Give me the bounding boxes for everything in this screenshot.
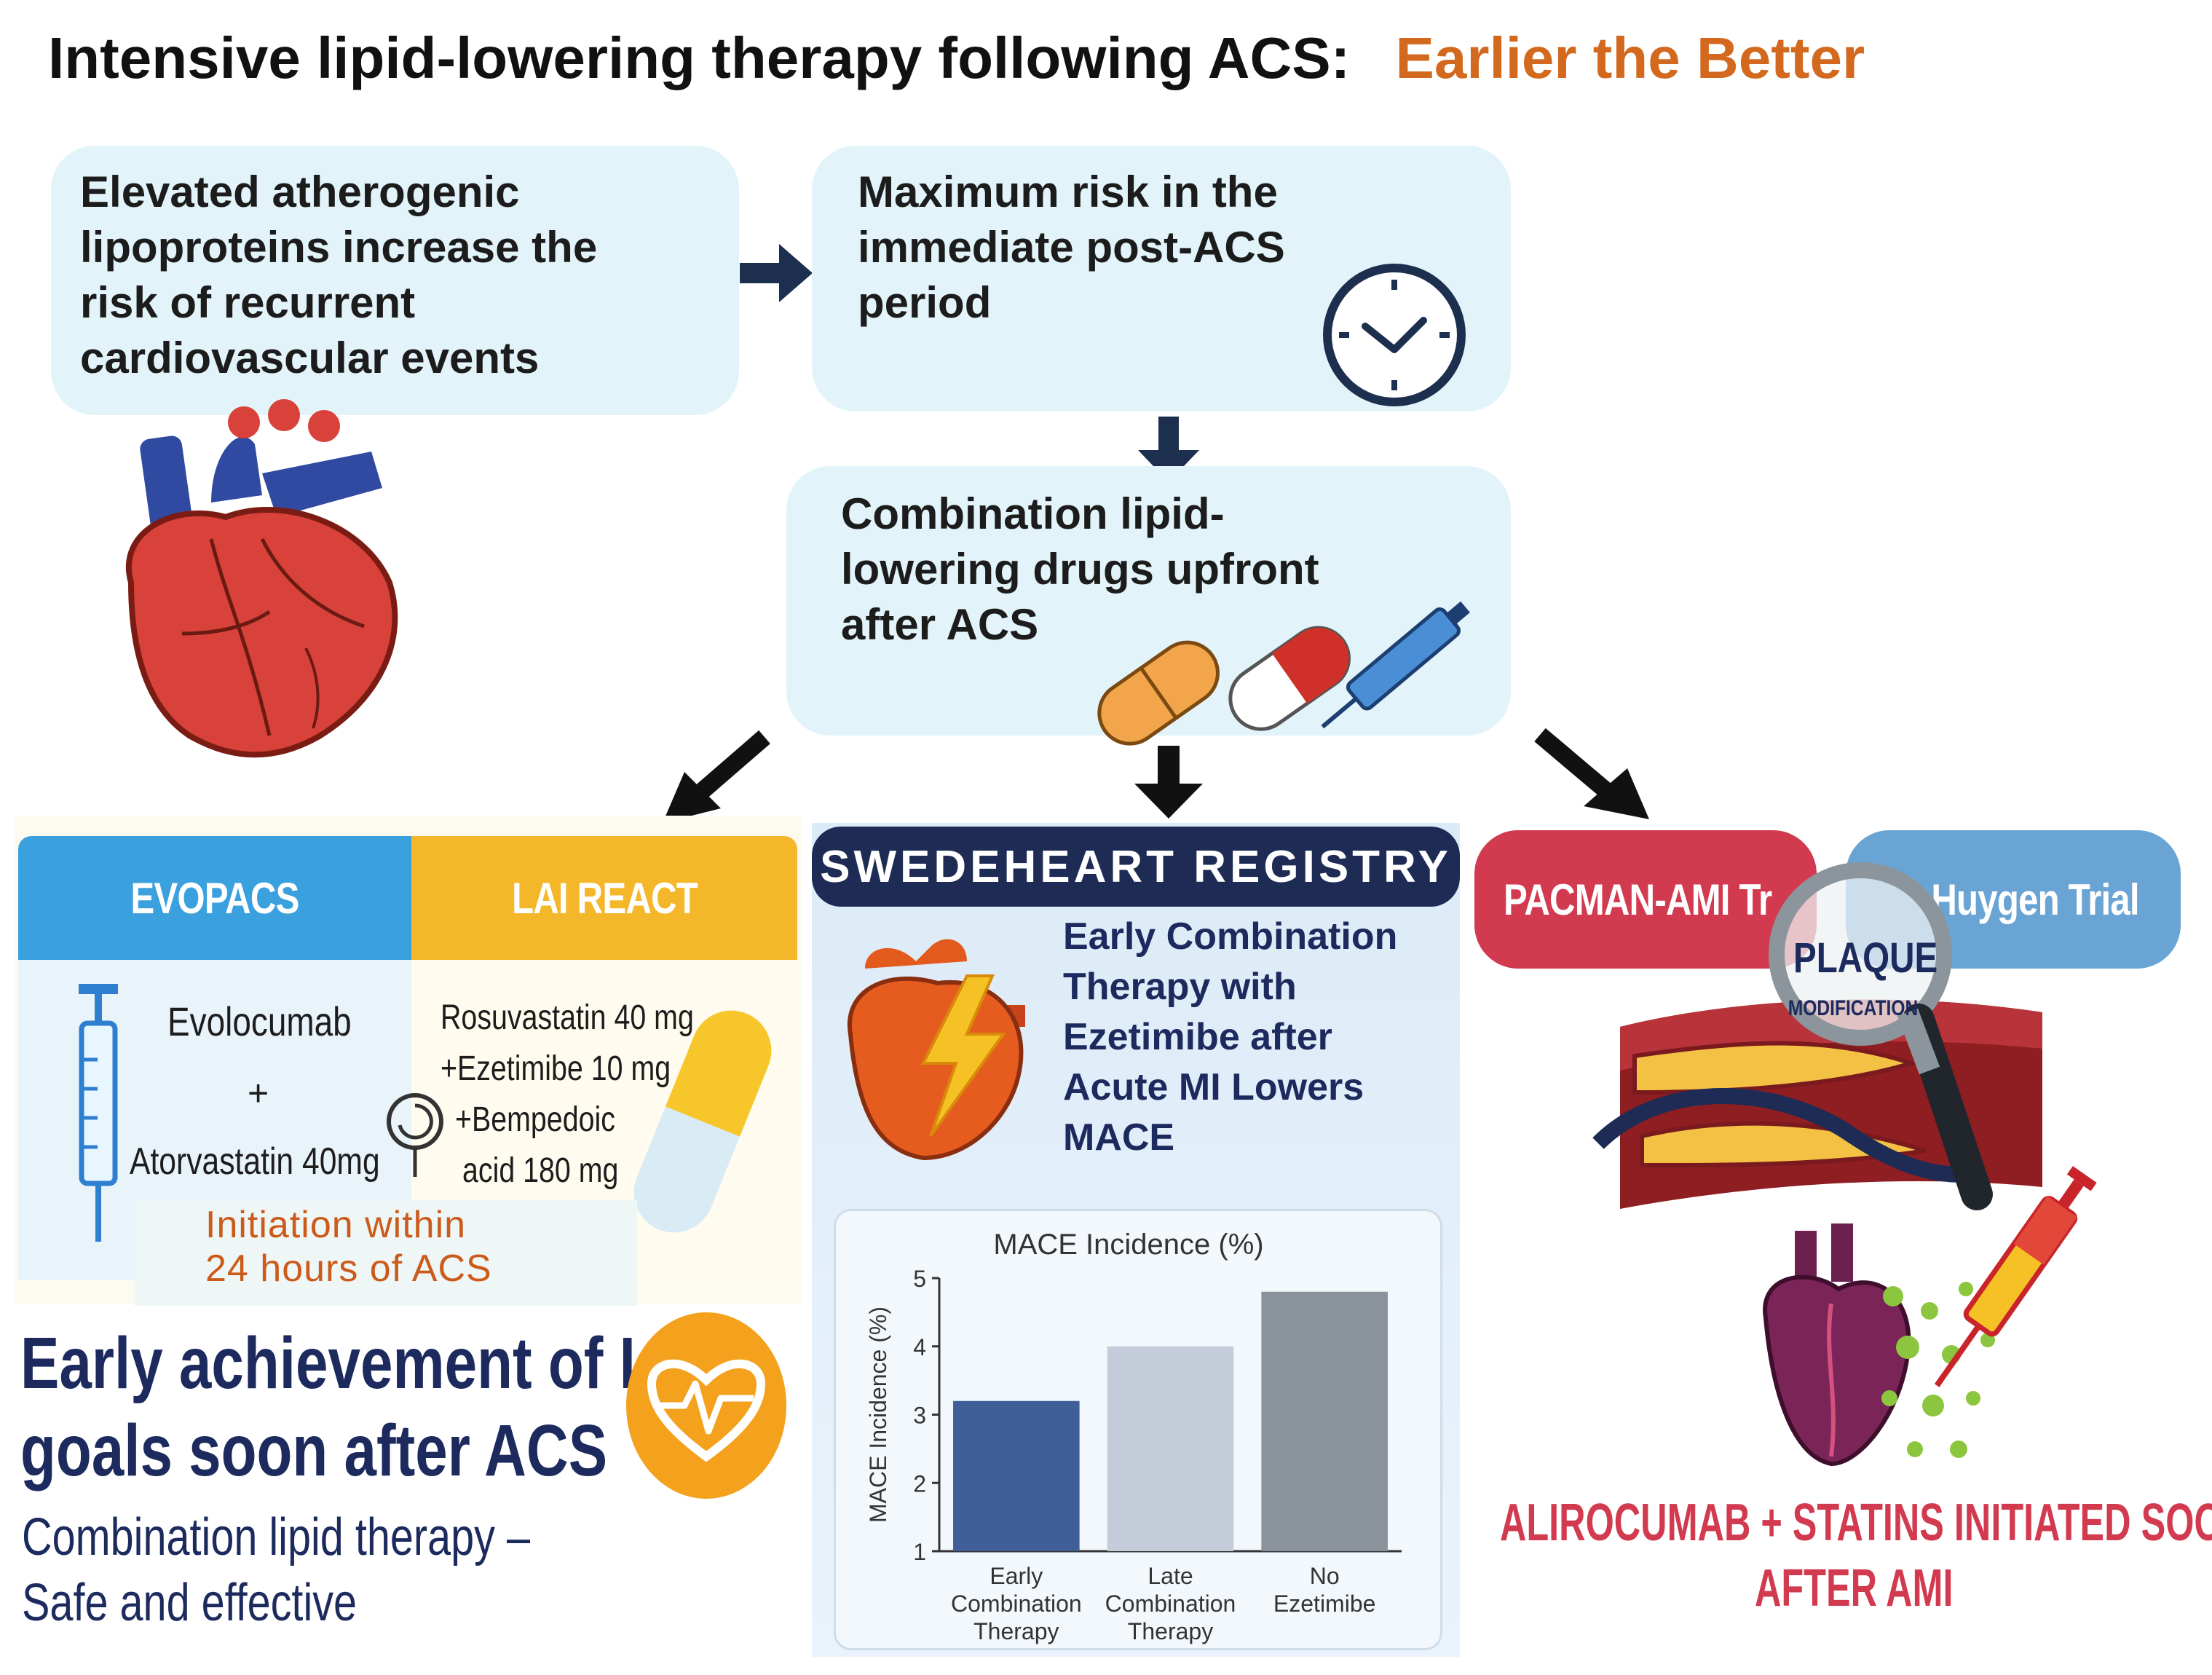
evopacs-plus: +: [248, 1073, 269, 1114]
title-accent: Earlier the Better: [1395, 25, 1865, 90]
lai-react-line1: Rosuvastatin 40 mg: [441, 998, 694, 1037]
chart-x-tick-label: Therapy: [973, 1618, 1059, 1644]
early-goals-heading1: Early achievement of LDL: [20, 1323, 733, 1404]
timer-icon: [387, 1093, 443, 1177]
chart-x-tick-label: Therapy: [1128, 1618, 1213, 1644]
lai-react-line3: +Bempedoic: [455, 1100, 615, 1139]
chart-y-tick-label: 4: [913, 1334, 926, 1360]
early-goals-sub1: Combination lipid therapy –: [22, 1508, 531, 1566]
page-title: Intensive lipid-lowering therapy followi…: [48, 25, 1865, 92]
elevated-lipoproteins-text: Elevated atherogenic lipoproteins increa…: [80, 168, 598, 382]
chart-y-tick-label: 5: [913, 1266, 926, 1292]
early-goals-heading2: goals soon after ACS: [20, 1410, 608, 1491]
initiation-box: [135, 1200, 637, 1306]
initiation-line2: 24 hours of ACS: [205, 1248, 492, 1290]
plaque-label: PLAQUE: [1793, 934, 1938, 982]
early-goals-sub2: Safe and effective: [22, 1574, 358, 1632]
pacman-header-label: PACMAN-AMI Tr: [1504, 875, 1772, 924]
pacman-header: PACMAN-AMI Tr: [1474, 830, 1817, 969]
chart-y-tick-label: 2: [913, 1470, 926, 1497]
arrow-down-left-icon: [663, 730, 770, 823]
red-syringe-icon: [1934, 1166, 2097, 1387]
initiation-line1: Initiation within: [205, 1204, 467, 1246]
swedeheart-header: SWEDEHEART REGISTRY: [812, 827, 1460, 907]
chart-x-tick-label: Early: [990, 1563, 1043, 1589]
arrow-down-right-icon: [1534, 728, 1649, 819]
chart-y-tick-label: 3: [913, 1403, 926, 1429]
alirocumab-line1: ALIROCUMAB + STATINS INITIATED SOON: [1500, 1494, 2212, 1552]
huygen-header-label: Huygen Trial: [1931, 875, 2139, 924]
chart-y-axis-label: MACE Incidence (%): [865, 1306, 891, 1523]
lai-react-line2: +Ezetimibe 10 mg: [441, 1049, 671, 1088]
lai-react-line4: acid 180 mg: [462, 1151, 619, 1190]
heart-pulse-icon: [626, 1312, 786, 1499]
chart-y-tick-label: 1: [913, 1539, 926, 1565]
evopacs-header-label: EVOPACS: [130, 873, 299, 923]
heart-lightning-icon: [847, 939, 1025, 1161]
chart-bar: [953, 1400, 1080, 1551]
chart-bar: [1261, 1291, 1388, 1551]
elevated-lipoproteins-box: [51, 146, 739, 415]
chart-title: MACE Incidence (%): [993, 1229, 1263, 1261]
combination-upfront-text: Combination lipid- lowering drugs upfron…: [841, 489, 1319, 649]
alirocumab-line2: AFTER AMI: [1755, 1559, 1954, 1617]
plaque-modification-label: MODIFICATION: [1788, 996, 1919, 1020]
chart-x-tick-label: Combination: [951, 1591, 1082, 1617]
evopacs-header: EVOPACS: [18, 836, 411, 960]
pills-syringe-icon: [1097, 601, 1470, 746]
chart-x-tick-label: Ezetimibe: [1273, 1591, 1376, 1617]
chart-x-tick-label: Late: [1148, 1563, 1193, 1589]
magnifier-icon: [1769, 862, 1993, 1210]
lai-react-header-label: LAI REACT: [511, 873, 698, 923]
maximum-risk-text: Maximum risk in the immediate post-ACS p…: [858, 168, 1285, 327]
arrow-right-icon: [740, 244, 813, 302]
evopacs-drug2: Atorvastatin 40mg: [130, 1140, 380, 1183]
mace-chart: MACE Incidence (%) MACE Incidence (%) 1 2 3 4…: [865, 1229, 1402, 1644]
capsule-icon: [633, 1010, 772, 1233]
chart-x-tick-label: Combination: [1105, 1591, 1236, 1617]
lai-react-header: LAI REACT: [411, 836, 797, 960]
chart-x-tick-label: No: [1310, 1563, 1340, 1589]
swedeheart-text: Early Combination Therapy with Ezetimibe…: [1063, 915, 1398, 1159]
chart-bar: [1107, 1346, 1234, 1551]
purple-heart-icon: [1763, 1223, 1911, 1467]
evopacs-drug1: Evolocumab: [167, 998, 352, 1044]
syringe-icon: [79, 984, 118, 1242]
arrow-down-center-icon: [1134, 746, 1203, 819]
heart-illustration-icon: [125, 399, 398, 758]
clock-icon: [1323, 264, 1466, 406]
title-main: Intensive lipid-lowering therapy followi…: [48, 25, 1351, 90]
swedeheart-header-label: SWEDEHEART REGISTRY: [820, 841, 1452, 892]
